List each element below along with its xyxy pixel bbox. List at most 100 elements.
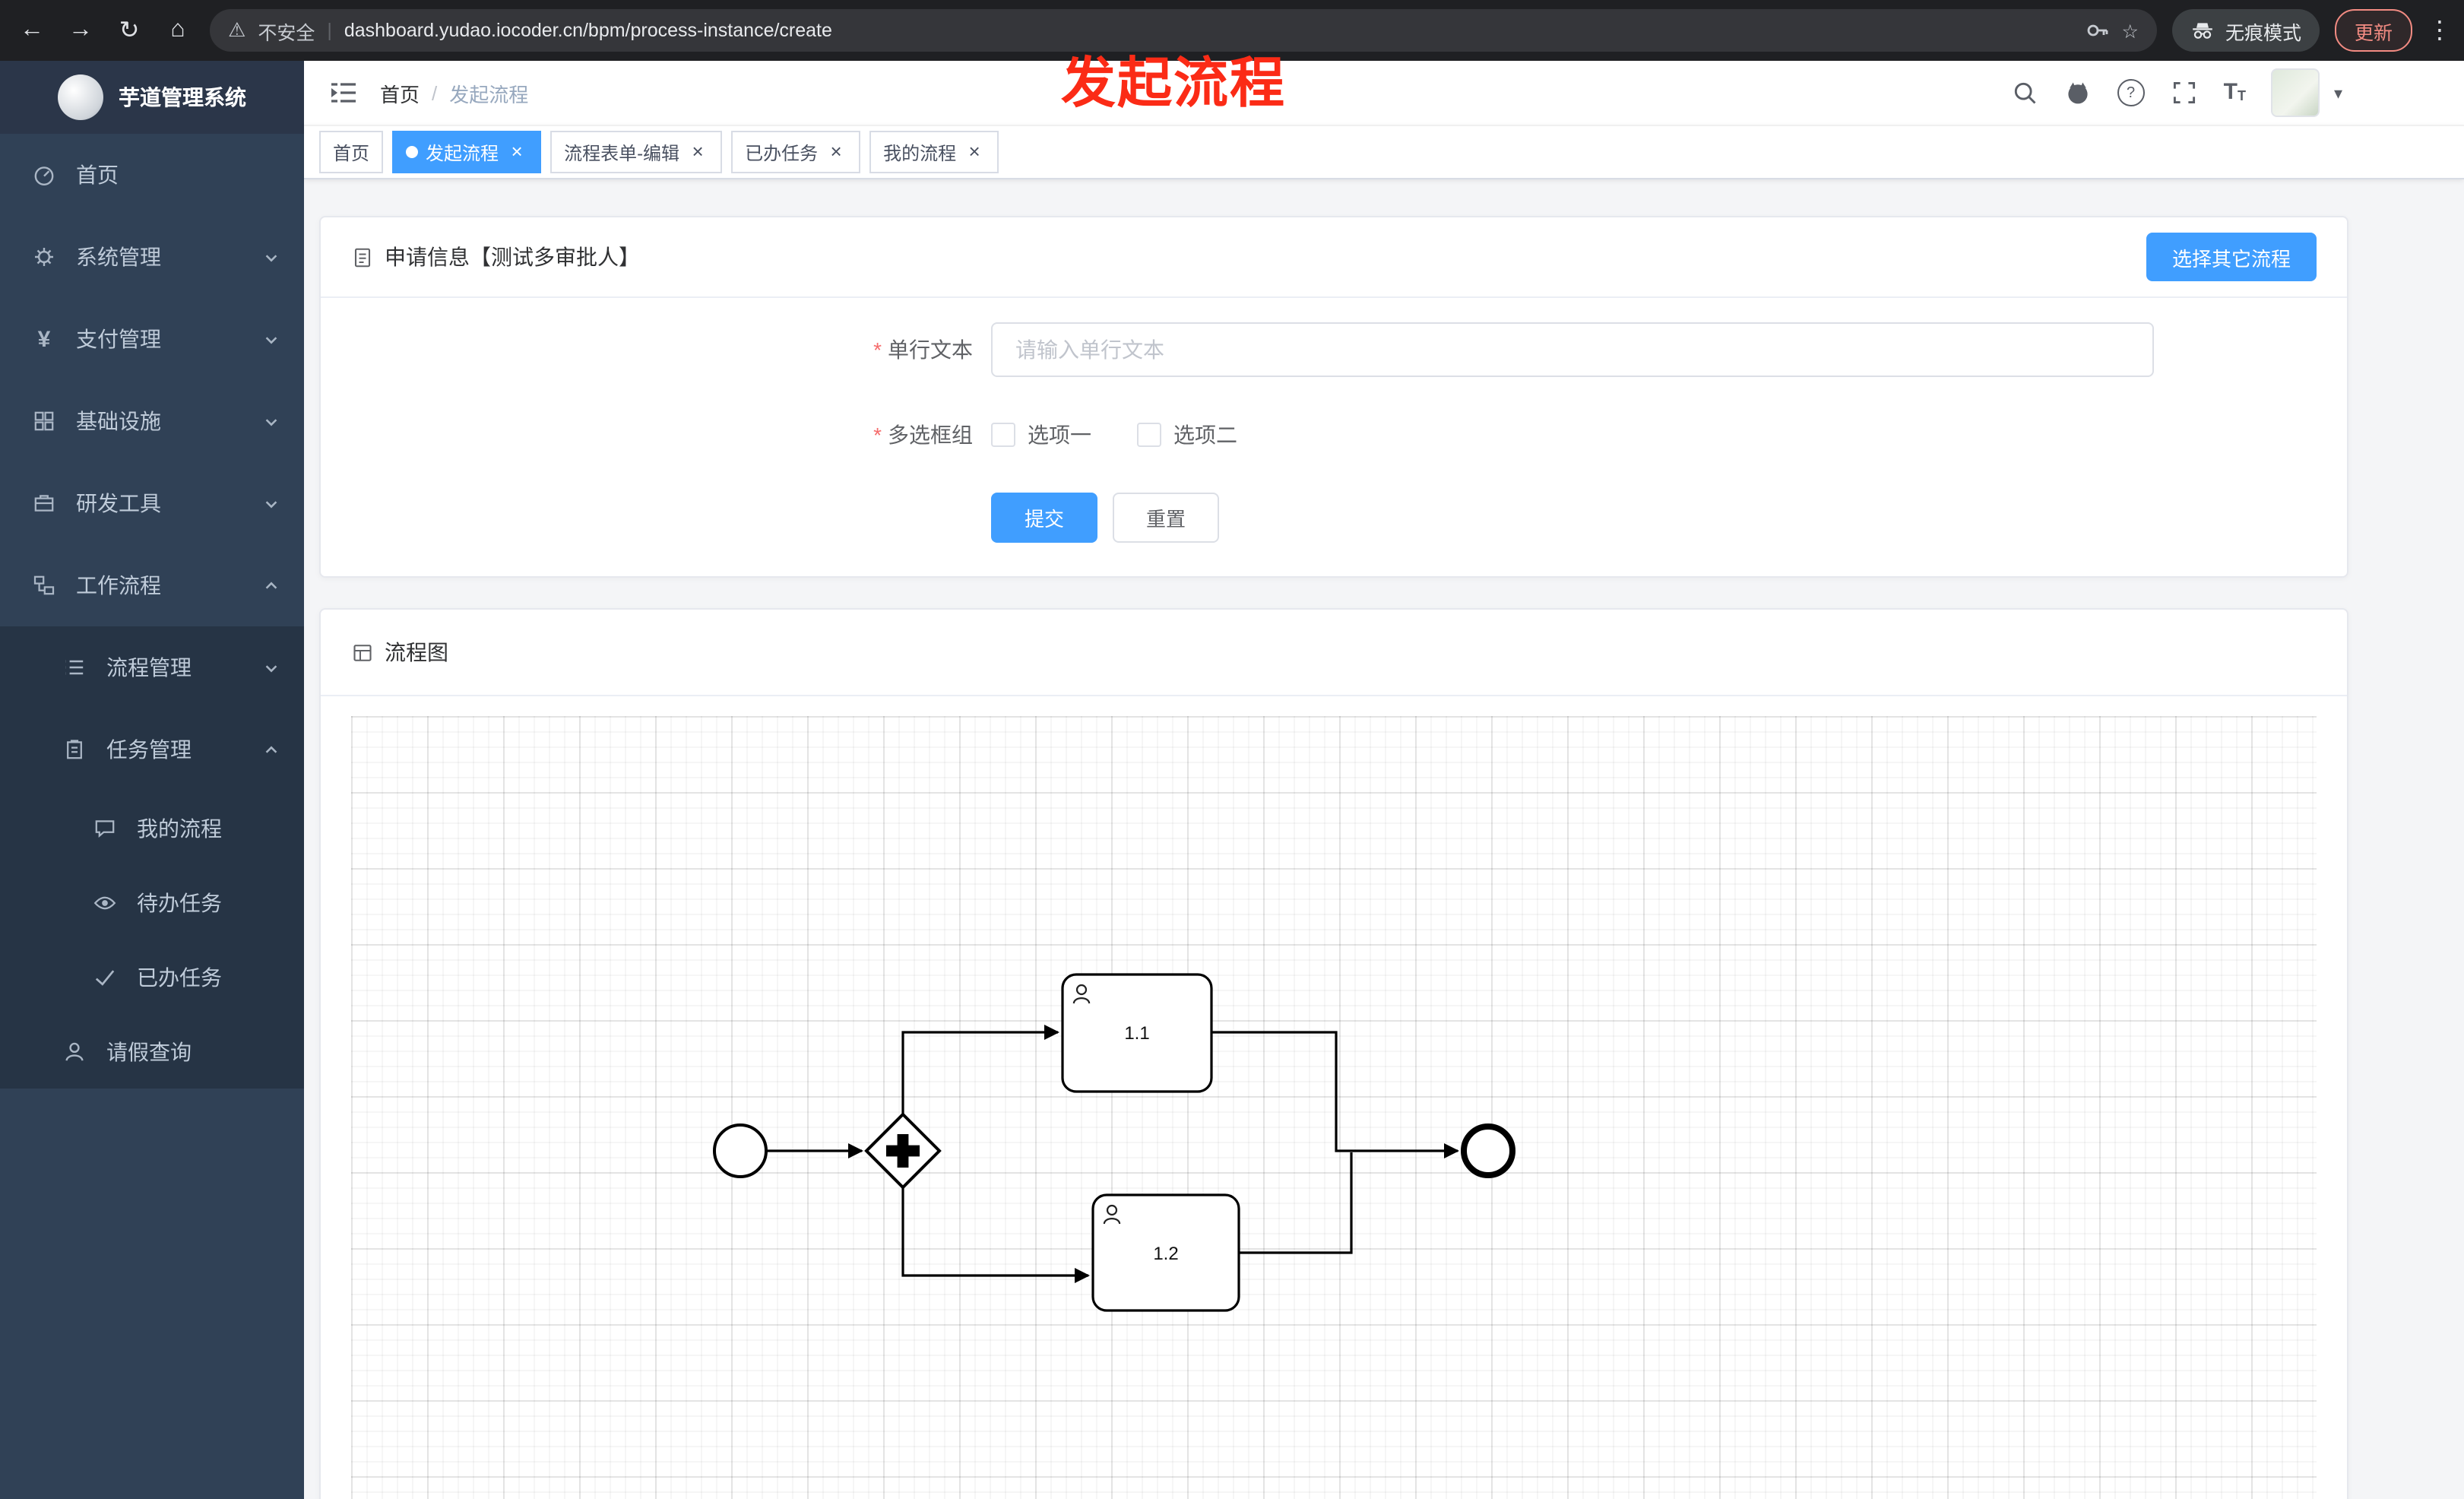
tab-process-form-edit[interactable]: 流程表单-编辑 × <box>550 131 723 173</box>
address-bar[interactable]: ⚠ 不安全 | dashboard.yudao.iocoder.cn/bpm/p… <box>210 9 2157 52</box>
fullscreen-icon[interactable] <box>2171 79 2198 106</box>
sidebar-item-devtools[interactable]: 研发工具 <box>0 462 304 544</box>
tab-close-icon[interactable]: × <box>692 140 704 163</box>
checkbox-label: 选项一 <box>1028 423 1091 447</box>
help-icon[interactable]: ? <box>2117 79 2145 106</box>
url-text[interactable]: dashboard.yudao.iocoder.cn/bpm/process-i… <box>344 20 832 41</box>
sidebar-item-workflow[interactable]: 工作流程 <box>0 544 304 626</box>
tab-close-icon[interactable]: × <box>968 140 980 163</box>
avatar-caret-icon[interactable]: ▾ <box>2333 84 2342 103</box>
search-icon[interactable] <box>2011 79 2038 106</box>
sidebar-collapse-icon[interactable] <box>328 78 359 108</box>
chevron-down-icon <box>265 664 277 672</box>
task-label: 1.1 <box>1124 1023 1149 1044</box>
sidebar-item-label: 已办任务 <box>137 965 222 989</box>
avatar[interactable] <box>2271 68 2320 117</box>
end-event[interactable] <box>1461 1123 1515 1178</box>
font-size-large-glyph: T <box>2223 79 2238 105</box>
gear-icon <box>35 248 53 266</box>
user-task-icon <box>1072 984 1091 1004</box>
chevron-up-icon <box>265 745 277 753</box>
sidebar-item-infrastructure[interactable]: 基础设施 <box>0 380 304 462</box>
start-event[interactable] <box>713 1123 768 1178</box>
text-field-label-text: 单行文本 <box>888 338 973 362</box>
checkbox-option-2[interactable]: 选项二 <box>1137 420 1237 450</box>
sidebar-item-system[interactable]: 系统管理 <box>0 216 304 298</box>
forward-icon[interactable]: → <box>68 17 93 43</box>
reset-button[interactable]: 重置 <box>1113 493 1220 543</box>
required-mark: * <box>873 423 882 447</box>
card-title: 流程图 <box>385 640 448 664</box>
form-buttons-row: 提交 重置 <box>351 493 2317 543</box>
checkbox-option-1[interactable]: 选项一 <box>991 420 1091 450</box>
checkbox-icon[interactable] <box>991 423 1015 447</box>
application-info-card-header: 申请信息【测试多审批人】 选择其它流程 <box>321 217 2347 298</box>
yen-icon: ¥ <box>37 326 51 352</box>
checkbox-icon[interactable] <box>1137 423 1161 447</box>
flow-gateway-to-task1[interactable] <box>901 1025 1059 1114</box>
sidebar-item-label: 研发工具 <box>76 491 161 515</box>
flow-gateway-to-task2[interactable] <box>901 1187 1090 1283</box>
clipboard-icon <box>67 740 82 759</box>
text-field-row: *单行文本 <box>351 322 2317 377</box>
user-task-1-1[interactable]: 1.1 <box>1061 973 1213 1093</box>
bpmn-diagram: 1.1 1.2 <box>713 973 1515 1312</box>
key-icon[interactable] <box>2086 18 2110 43</box>
browser-menu-dots-icon[interactable]: ⋮ <box>2428 18 2452 44</box>
diagram-icon <box>353 644 372 661</box>
checkbox-group-row: *多选框组 选项一 选项二 <box>351 420 2317 450</box>
task-label: 1.2 <box>1153 1244 1178 1264</box>
update-button[interactable]: 更新 <box>2334 9 2412 52</box>
bookmark-star-icon[interactable]: ☆ <box>2121 21 2139 42</box>
sidebar-item-my-process[interactable]: 我的流程 <box>0 791 304 865</box>
user-task-1-2[interactable]: 1.2 <box>1091 1193 1240 1312</box>
sidebar-item-task-management[interactable]: 任务管理 <box>0 708 304 791</box>
user-task-icon <box>1103 1204 1121 1225</box>
tab-my-process[interactable]: 我的流程 × <box>869 131 999 173</box>
tab-label: 已办任务 <box>745 142 819 163</box>
select-other-process-button[interactable]: 选择其它流程 <box>2146 233 2317 281</box>
sidebar-item-process-management[interactable]: 流程管理 <box>0 626 304 708</box>
bpmn-canvas[interactable]: 1.1 1.2 <box>351 716 2317 1499</box>
back-icon[interactable]: ← <box>20 17 44 43</box>
security-label[interactable]: 不安全 <box>258 22 315 43</box>
sidebar-item-label: 工作流程 <box>76 573 161 597</box>
toolbox-icon <box>34 495 54 512</box>
sidebar-item-done-tasks[interactable]: 已办任务 <box>0 940 304 1014</box>
tab-close-icon[interactable]: × <box>511 140 523 163</box>
annotation-text: 发起流程 <box>1061 52 1287 114</box>
grid-icon <box>34 411 54 431</box>
single-line-text-input[interactable] <box>991 322 2154 377</box>
submit-button[interactable]: 提交 <box>991 493 1098 543</box>
sidebar-item-home[interactable]: 首页 <box>0 134 304 216</box>
tab-close-icon[interactable]: × <box>830 140 842 163</box>
incognito-label: 无痕模式 <box>2225 22 2301 43</box>
text-field-label: *单行文本 <box>351 334 991 365</box>
logo-title: 芋道管理系统 <box>119 85 246 109</box>
flow-task1-to-end[interactable] <box>1211 1031 1459 1158</box>
flow-task2-to-end[interactable] <box>1239 1152 1353 1254</box>
checkbox-group: 选项一 选项二 <box>991 420 1237 450</box>
tab-done-tasks[interactable]: 已办任务 × <box>731 131 861 173</box>
eye-icon <box>93 895 116 909</box>
tab-start-process[interactable]: 发起流程 × <box>392 131 542 173</box>
breadcrumb-home[interactable]: 首页 <box>380 83 420 106</box>
sidebar-item-todo-tasks[interactable]: 待办任务 <box>0 865 304 940</box>
dashboard-icon <box>34 166 54 185</box>
application-form: *单行文本 *多选框组 选项一 <box>321 298 2347 576</box>
home-icon[interactable]: ⌂ <box>170 17 185 43</box>
sidebar-item-payment[interactable]: ¥ 支付管理 <box>0 298 304 380</box>
omnibox-divider: | <box>327 20 332 41</box>
person-icon <box>65 1041 84 1060</box>
sidebar-item-leave-query[interactable]: 请假查询 <box>0 1014 304 1089</box>
sidebar-item-label: 请假查询 <box>106 1039 192 1063</box>
tab-home[interactable]: 首页 <box>319 131 384 173</box>
app-frame: 芋道管理系统 首页 系统管理 ¥ 支付管理 基础设施 <box>0 61 2464 1499</box>
github-icon[interactable] <box>2064 79 2092 106</box>
logo[interactable]: 芋道管理系统 <box>0 61 304 134</box>
reload-icon[interactable]: ↻ <box>119 18 140 44</box>
